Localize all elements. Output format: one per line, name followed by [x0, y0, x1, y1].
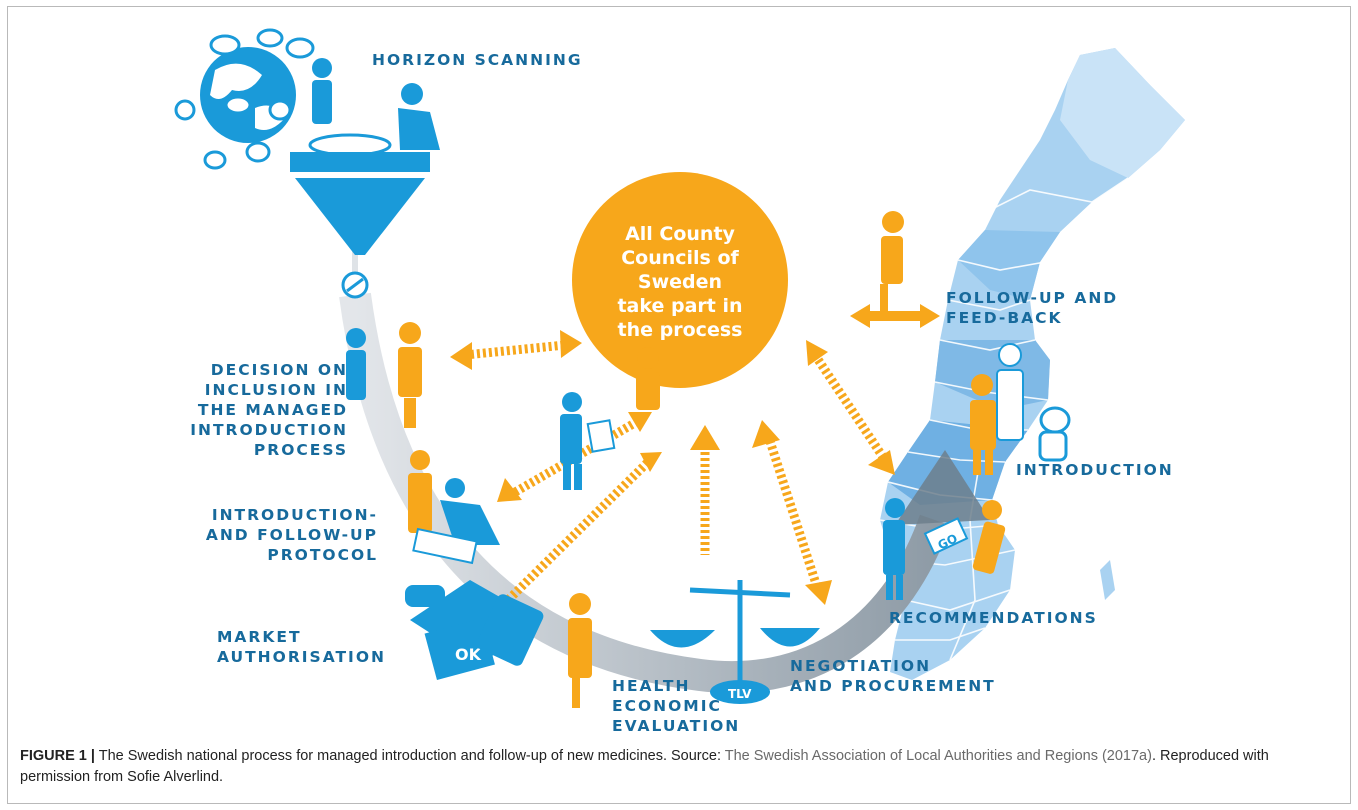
tlv-label: TLV: [728, 687, 752, 701]
sweden-map: [879, 48, 1185, 680]
label-market-authorisation: MARKET AUTHORISATION: [217, 628, 386, 666]
followup-person: [850, 211, 940, 328]
arrowheads: [450, 330, 895, 605]
caption-tail: . Reproduced with permission from Sofie …: [20, 748, 1269, 785]
center-people: [560, 347, 660, 490]
globe-icon: [200, 47, 296, 143]
label-health-economic-evaluation: HEALTH ECONOMIC EVALUATION: [612, 677, 741, 735]
circle-text: All County Councils of Sweden take part …: [617, 223, 743, 341]
introduction-people: [970, 343, 1071, 475]
pill-icons: [174, 28, 315, 170]
funnel-icon: [290, 152, 430, 299]
figure-number: FIGURE 1 |: [20, 748, 95, 764]
dotted-arrows: [464, 340, 889, 612]
label-decision-on-inclusion: DECISION ON INCLUSION IN THE MANAGED INT…: [190, 361, 348, 459]
label-introduction: INTRODUCTION: [1016, 461, 1174, 479]
label-introduction-protocol: INTRODUCTION- AND FOLLOW-UP PROTOCOL: [205, 506, 378, 564]
process-illustration: OK TLV: [174, 28, 1185, 708]
label-horizon-scanning: HORIZON SCANNING: [372, 51, 583, 69]
scale-icon: TLV: [650, 580, 820, 704]
label-negotiation-procurement: NEGOTIATION AND PROCUREMENT: [790, 657, 996, 695]
health-economist: [568, 593, 592, 708]
recommendations-people: GO: [883, 498, 1006, 600]
figure-frame: [7, 6, 1351, 804]
horizon-workers: [308, 58, 440, 157]
label-recommendations: RECOMMENDATIONS: [889, 609, 1098, 627]
calculator-icon: [476, 594, 544, 666]
caption-source-link[interactable]: The Swedish Association of Local Authori…: [724, 748, 1152, 764]
figure-caption: FIGURE 1 | The Swedish national process …: [20, 746, 1336, 788]
ok-label-icon: OK: [455, 645, 482, 664]
decision-people: [346, 322, 422, 428]
protocol-people: [408, 450, 500, 565]
caption-text: The Swedish national process for managed…: [94, 748, 725, 764]
county-councils-circle: [572, 172, 788, 388]
label-follow-up-feedback: FOLLOW-UP AND FEED-BACK: [946, 289, 1119, 327]
